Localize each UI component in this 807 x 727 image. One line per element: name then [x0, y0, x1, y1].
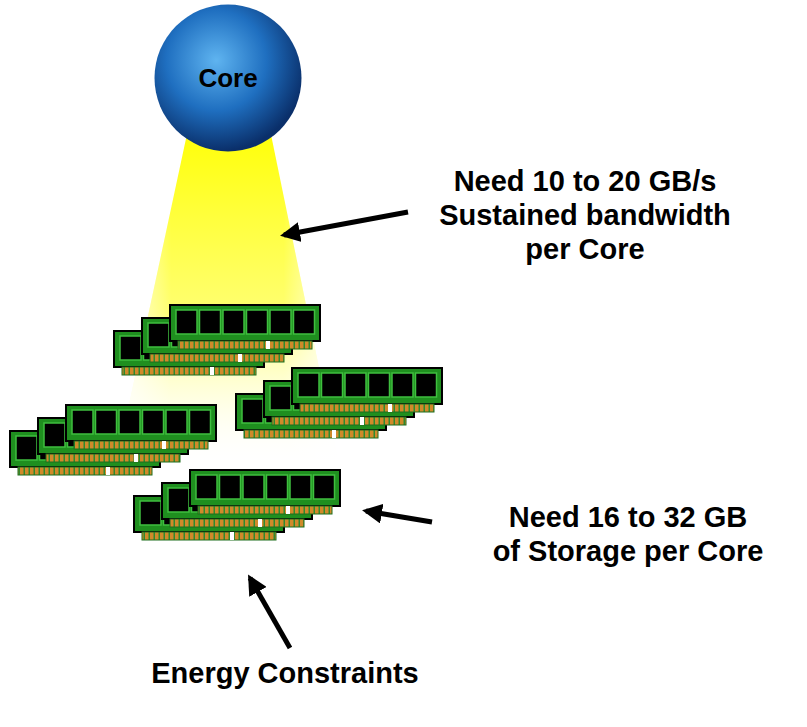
dimm-connector [170, 519, 304, 527]
dimm-notch [230, 532, 234, 540]
dimm-notch [238, 354, 242, 362]
dimm-chip [322, 373, 343, 397]
annotation-label: Energy Constraints [151, 656, 419, 690]
dimm-connector [74, 441, 208, 449]
dimm-notch [134, 454, 138, 462]
dimm-module [170, 305, 320, 349]
dimm-chip [44, 423, 65, 447]
dimm-notch [360, 417, 364, 425]
dimm-connector [244, 430, 378, 438]
dimm-chip [242, 399, 263, 423]
dimm-chip [223, 310, 244, 334]
dimm-connector [150, 354, 284, 362]
dimm-chip [298, 373, 319, 397]
dimm-chip [196, 475, 217, 499]
dimm-chip [140, 501, 161, 525]
dimm-chip [270, 310, 291, 334]
dimm-chip [392, 373, 413, 397]
dimm-chip [200, 310, 221, 334]
dimm-chip [143, 410, 164, 434]
dimm-module [292, 368, 442, 412]
dimm-chip [220, 475, 241, 499]
dimm-notch [286, 506, 290, 514]
dimm-notch [258, 519, 262, 527]
dimm-chip [96, 410, 117, 434]
dimm-board [66, 405, 216, 441]
dimm-chip [120, 336, 141, 360]
dimm-notch [332, 430, 336, 438]
dimm-notch [388, 404, 392, 412]
dimm-connector [198, 506, 332, 514]
dimm-module [66, 405, 216, 449]
memory-modules [10, 305, 442, 540]
dimm-chip [345, 373, 366, 397]
leader-arrow [284, 212, 408, 235]
dimm-notch [210, 367, 214, 375]
dimm-connector [122, 367, 256, 375]
node-label: Core [198, 63, 257, 94]
dimm-board [170, 305, 320, 341]
dimm-chip [290, 475, 311, 499]
dimm-chip [267, 475, 288, 499]
dimm-notch [106, 467, 110, 475]
dimm-chip [176, 310, 197, 334]
annotation-label: Need 16 to 32 GB of Storage per Core [478, 500, 778, 568]
dimm-chip [369, 373, 390, 397]
dimm-connector [178, 341, 312, 349]
annotation-label: Need 10 to 20 GB/s Sustained bandwidth p… [429, 164, 741, 266]
dimm-chip [148, 323, 169, 347]
dimm-module [190, 470, 340, 514]
dimm-chip [119, 410, 140, 434]
dimm-chip [166, 410, 187, 434]
dimm-chip [294, 310, 315, 334]
dimm-chip [416, 373, 437, 397]
dimm-chip [72, 410, 93, 434]
core-sphere: Core [153, 3, 303, 153]
leader-arrow [250, 578, 290, 648]
dimm-chip [16, 436, 37, 460]
dimm-notch [162, 441, 166, 449]
dimm-notch [266, 341, 270, 349]
dimm-board [190, 470, 340, 506]
dimm-board [292, 368, 442, 404]
dimm-connector [142, 532, 276, 540]
dimm-connector [272, 417, 406, 425]
dimm-chip [168, 488, 189, 512]
dimm-chip [247, 310, 268, 334]
dimm-connector [300, 404, 434, 412]
sphere-circle [155, 5, 302, 152]
dimm-chip [314, 475, 335, 499]
leader-arrow [366, 511, 432, 522]
dimm-connector [18, 467, 152, 475]
dimm-chip [243, 475, 264, 499]
dimm-chip [270, 386, 291, 410]
dimm-connector [46, 454, 180, 462]
dimm-chip [190, 410, 211, 434]
